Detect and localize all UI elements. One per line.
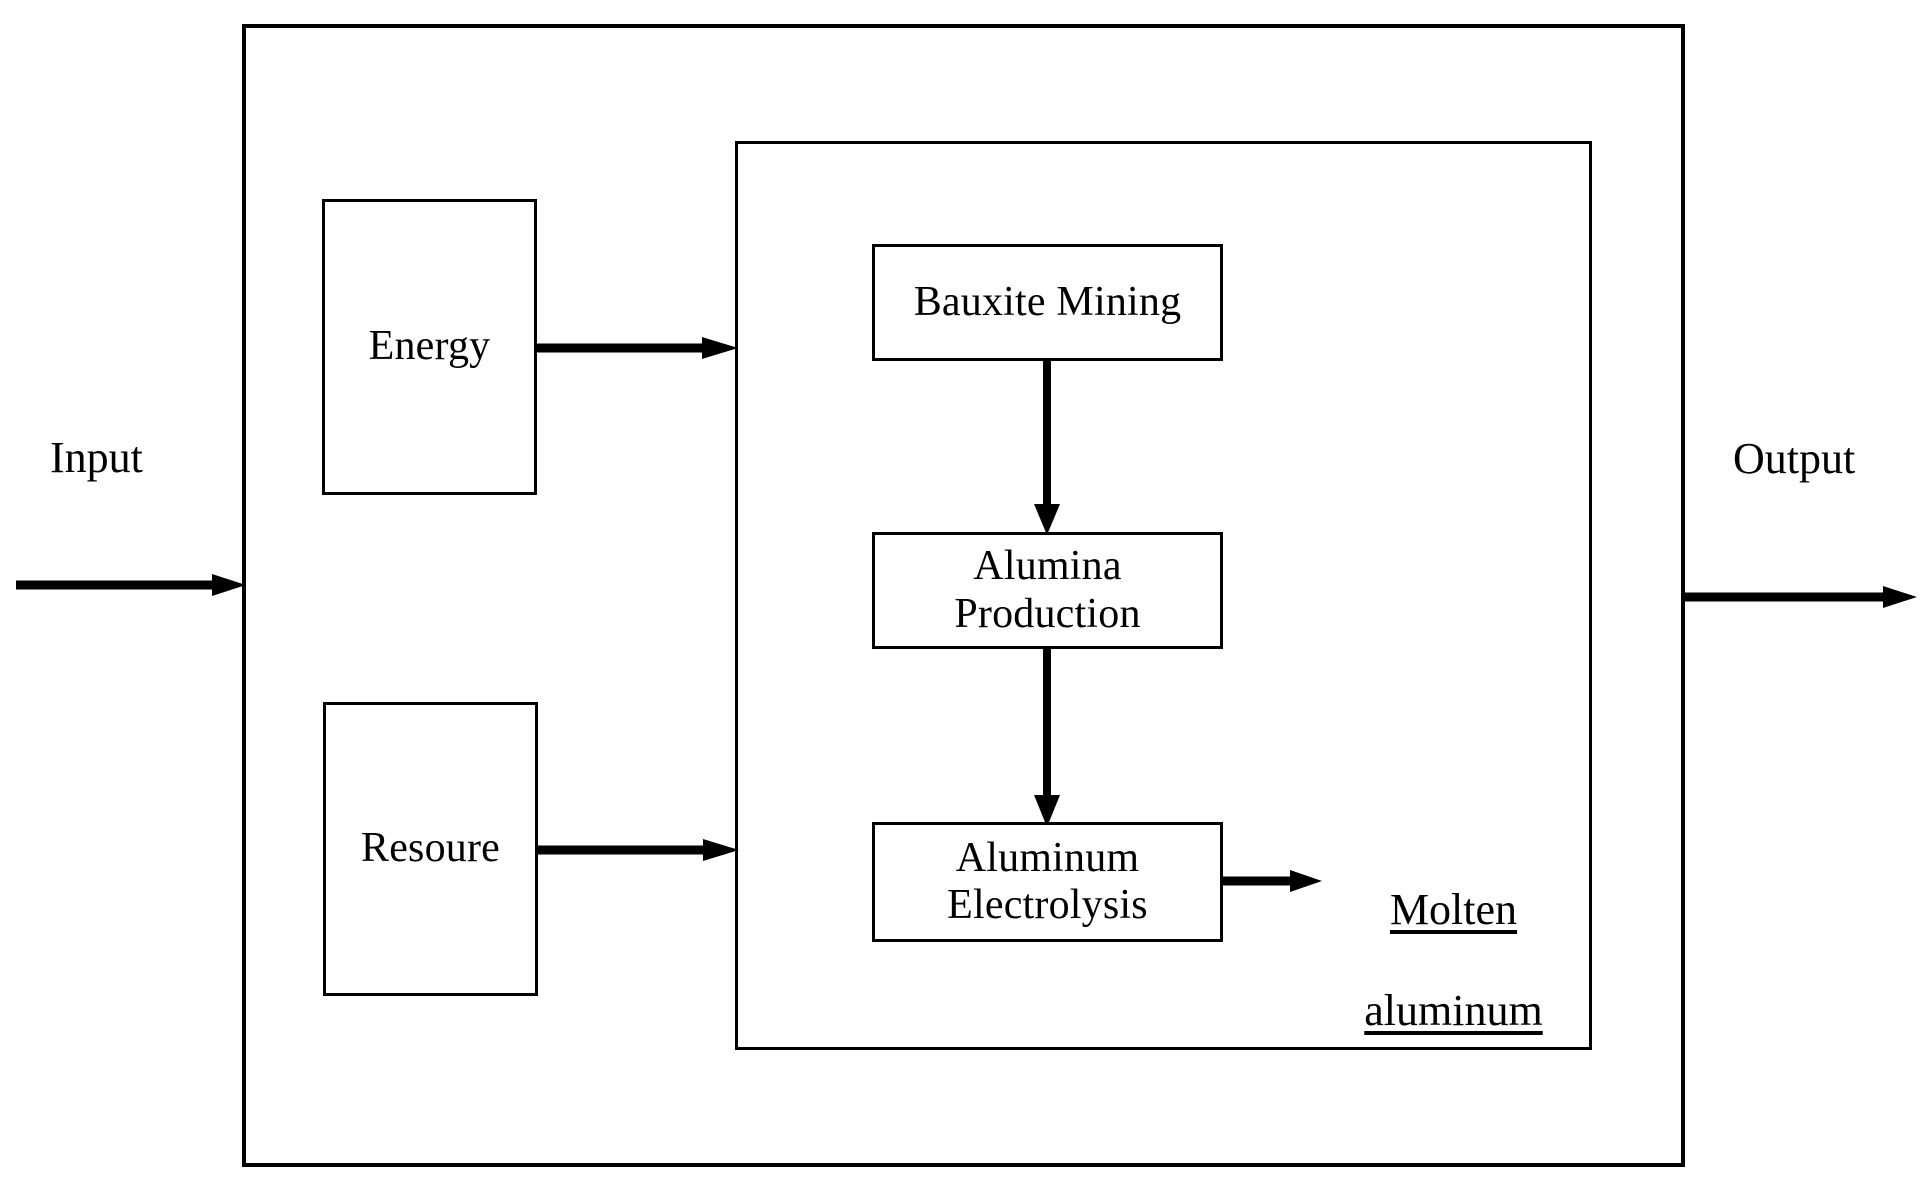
aluminum-electrolysis-label: Aluminum Electrolysis	[947, 834, 1148, 928]
aluminum-electrolysis-box[interactable]: Aluminum Electrolysis	[872, 822, 1223, 942]
output-label: Output	[1733, 434, 1856, 483]
input-label: Input	[50, 433, 143, 482]
process-boundary-box	[735, 141, 1592, 1050]
resoure-box-label: Resoure	[360, 825, 501, 872]
alumina-production-label: Alumina Production	[954, 543, 1141, 637]
bauxite-mining-box[interactable]: Bauxite Mining	[872, 244, 1223, 361]
energy-box-label: Energy	[368, 323, 491, 370]
energy-to-process-arrow	[534, 337, 738, 359]
bauxite-to-alumina-arrow	[1034, 358, 1060, 535]
alumina-production-box[interactable]: Alumina Production	[872, 532, 1223, 649]
resoure-to-process-arrow	[535, 839, 739, 861]
output-arrow	[1683, 586, 1917, 608]
input-arrow	[16, 574, 246, 596]
molten-aluminum-line-2: aluminum	[1364, 985, 1543, 1035]
molten-aluminum-label: Molten aluminum	[1336, 834, 1571, 1087]
molten-aluminum-line-1: Molten	[1389, 884, 1518, 934]
alumina-to-electrolysis-arrow	[1034, 646, 1060, 827]
energy-box[interactable]: Energy	[322, 199, 537, 495]
resoure-box[interactable]: Resoure	[323, 702, 538, 996]
electrolysis-to-product-arrow	[1220, 870, 1322, 892]
bauxite-mining-label: Bauxite Mining	[913, 278, 1182, 325]
